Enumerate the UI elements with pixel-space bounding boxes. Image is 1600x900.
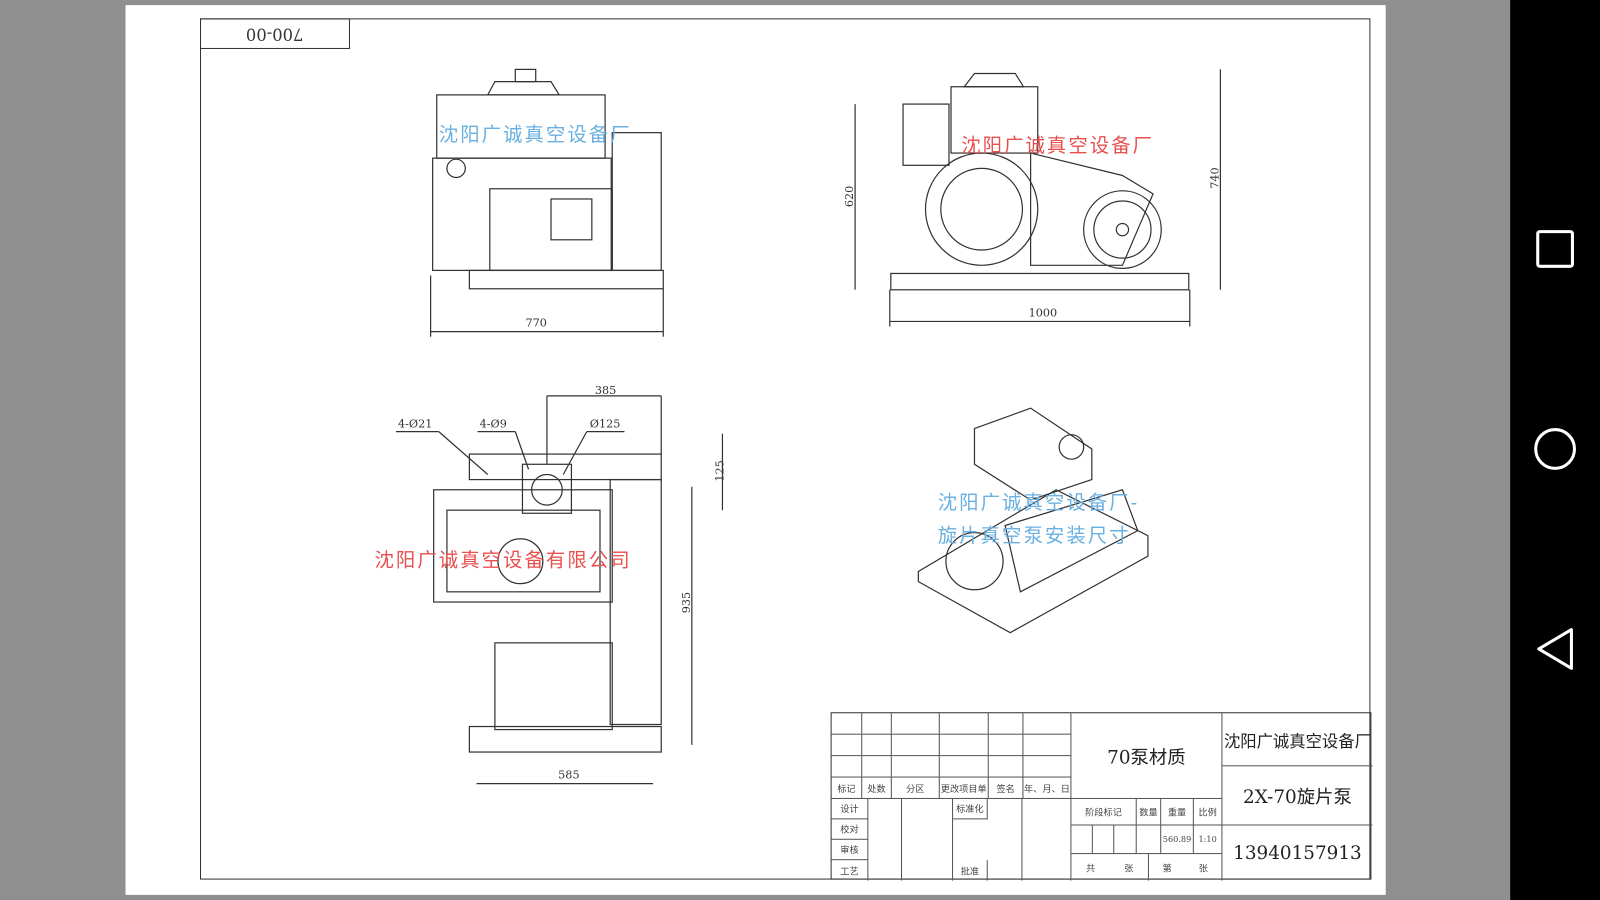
drawing-sheet[interactable] xyxy=(125,5,1386,895)
dim-dia-125: Ø125 xyxy=(589,417,621,431)
sheet-label: 张 xyxy=(1124,863,1134,874)
role-review: 审核 xyxy=(831,839,869,861)
role-process: 工艺 xyxy=(832,860,869,881)
role-check: 校对 xyxy=(831,819,869,840)
rev-header: 分区 xyxy=(891,777,940,799)
dim-top-length: 935 xyxy=(679,591,693,614)
watermark-iso-1: 沈阳广诚真空设备厂- xyxy=(937,491,1140,515)
dim-top-width: 585 xyxy=(558,768,580,782)
role-design: 设计 xyxy=(831,798,869,820)
dim-holes-9: 4-Ø9 xyxy=(479,417,507,431)
drawing-frame xyxy=(199,18,1371,880)
scale-value: 1:10 xyxy=(1193,825,1223,855)
scale-label: 比例 xyxy=(1193,798,1223,826)
page-label: 张 xyxy=(1198,863,1208,874)
quantity-label: 数量 xyxy=(1136,798,1162,826)
dim-side-height-right: 740 xyxy=(1208,167,1222,189)
recents-button[interactable] xyxy=(1531,224,1580,273)
page-no-label: 第 xyxy=(1162,863,1172,874)
square-icon xyxy=(1536,230,1574,268)
dim-top-offset: 385 xyxy=(594,383,617,397)
total-label: 共 xyxy=(1085,863,1096,874)
phone-number: 13940157913 xyxy=(1233,842,1362,864)
isometric-view xyxy=(917,407,1149,634)
top-view xyxy=(395,395,724,785)
material-label: 70泵材质 xyxy=(1071,713,1223,799)
stage-mark-label: 阶段标记 xyxy=(1071,798,1137,826)
rev-header: 更改项目单 xyxy=(939,777,989,799)
circle-icon xyxy=(1534,428,1577,470)
rev-header: 处数 xyxy=(862,777,892,799)
weight-value: 560.89 xyxy=(1161,825,1194,855)
standardize-label: 标准化 xyxy=(953,798,988,820)
weight-label: 重量 xyxy=(1161,798,1194,826)
dim-side-width: 1000 xyxy=(1028,306,1058,320)
front-view xyxy=(429,68,664,337)
watermark-side: 沈阳广诚真空设备厂 xyxy=(961,134,1155,158)
rev-header: 标记 xyxy=(831,777,863,799)
dim-top-depth: 125 xyxy=(713,460,727,482)
drawing-code-box: 700-00 xyxy=(199,18,350,49)
company-name: 沈阳广诚真空设备厂 xyxy=(1222,713,1373,767)
back-triangle-icon xyxy=(1537,628,1573,670)
title-block: 标记 处数 分区 更改项目单 签名 年、月、日 设计 校对 审核 工艺 标准化 … xyxy=(830,712,1373,881)
rev-header: 年、月、日 xyxy=(1023,777,1072,799)
navigation-bar xyxy=(1510,0,1600,900)
back-button[interactable] xyxy=(1531,624,1580,673)
dim-side-height-left: 620 xyxy=(842,185,857,208)
watermark-iso-2: 旋片真空泵安装尺寸 xyxy=(937,524,1131,547)
side-view xyxy=(854,69,1222,327)
approve-label: 批准 xyxy=(953,860,988,881)
dim-holes-21: 4-Ø21 xyxy=(397,417,433,431)
rev-header: 签名 xyxy=(988,777,1024,799)
dim-front-width: 770 xyxy=(525,316,547,330)
product-name: 2X-70旋片泵 xyxy=(1222,766,1373,826)
watermark-top: 沈阳广诚真空设备有限公司 xyxy=(374,548,632,572)
home-button[interactable] xyxy=(1531,424,1580,473)
watermark-front: 沈阳广诚真空设备厂 xyxy=(438,123,632,146)
